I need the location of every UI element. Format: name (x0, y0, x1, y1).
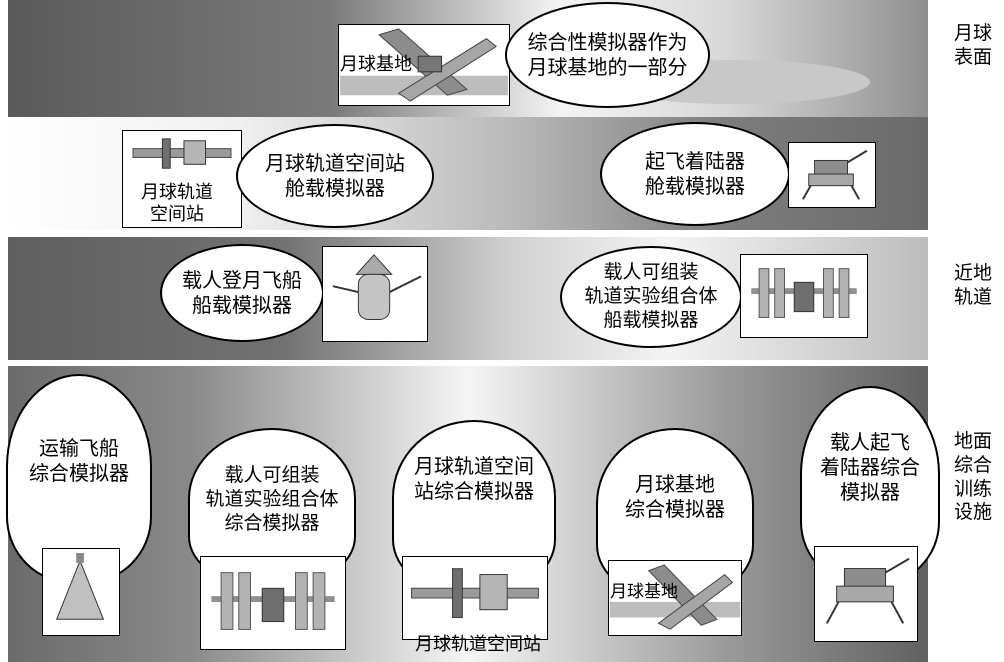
lander-picture (788, 142, 876, 208)
space-station-illustration (132, 138, 232, 169)
space-station-illustration (411, 568, 539, 619)
lunar-orbit-station-picture-label: 月球轨道 空间站 (141, 182, 213, 225)
transport-ship-picture (42, 548, 120, 636)
bubble-lander-cabin-simulator: 起飞着陆器 舱载模拟器 (600, 122, 790, 226)
lunar-base-picture (338, 24, 510, 106)
ground-lunar-orbit-station-picture-label: 月球轨道空间站 (415, 634, 541, 655)
region-label-earth-orbit: 近地 轨道 (953, 262, 992, 308)
lunar-base-picture-label: 月球基地 (340, 54, 412, 75)
bubble-crewed-lunar-ship-simulator: 载人登月飞船 船载模拟器 (160, 244, 324, 342)
orbital-complex-picture (740, 254, 868, 338)
ground-orbital-complex-picture (200, 556, 346, 650)
spacecraft-illustration (332, 254, 422, 320)
lunar-base-illustration (340, 28, 508, 102)
region-label-lunar-orbit: 近月 轨道 (953, 140, 992, 186)
crewed-lunar-ship-picture (322, 246, 428, 342)
lander-illustration (825, 557, 910, 624)
region-label-lunar-surface: 月球 表面 (953, 22, 992, 68)
orbital-complex-illustration (211, 572, 335, 630)
region-label-ground-facility: 地面 综合 训练 设施 (953, 430, 992, 524)
lander-illustration (802, 149, 868, 200)
orbital-complex-illustration (751, 268, 857, 318)
bubble-integrated-simulator-lunar-base: 综合性模拟器作为 月球基地的一部分 (505, 2, 710, 108)
lunar-base-illustration (609, 564, 741, 630)
capsule-illustration (55, 553, 105, 620)
ground-lunar-base-picture (608, 560, 742, 636)
lunar-orbit-station-picture (122, 130, 242, 228)
bubble-orbital-complex-onboard-simulator: 载人可组装 轨道实验组合体 船载模拟器 (560, 246, 742, 348)
ground-lunar-base-picture-label: 月球基地 (610, 582, 678, 602)
ground-lander-picture (814, 546, 918, 642)
bubble-lunar-orbit-station-cabin-simulator: 月球轨道空间站 舱载模拟器 (236, 124, 434, 228)
ground-lunar-orbit-station-picture (402, 556, 548, 640)
